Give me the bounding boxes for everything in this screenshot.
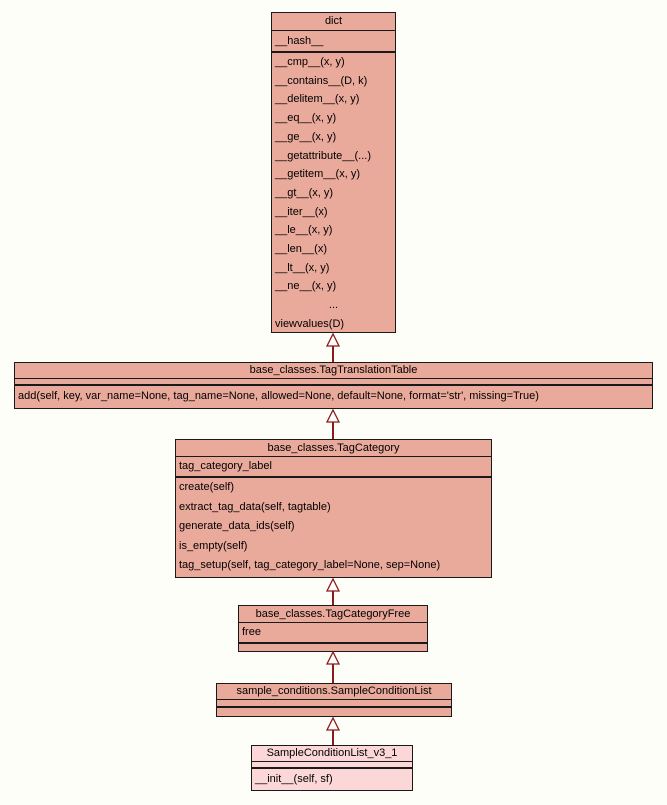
method: __cmp__(x, y) bbox=[275, 56, 345, 68]
method: __getattribute__(...) bbox=[275, 149, 372, 162]
method: __init__(self, sf) bbox=[255, 773, 333, 785]
class-box-dict: dict __hash__ __cmp__(x, y) __contains__… bbox=[271, 12, 396, 333]
method: __gt__(x, y) bbox=[275, 186, 334, 199]
method: viewvalues(D) bbox=[275, 317, 345, 330]
class-methods bbox=[217, 708, 451, 716]
inheritance-arrow-tagcategoryfree-to-tagcategory bbox=[326, 578, 340, 605]
method: __contains__(D, k) bbox=[275, 74, 368, 87]
class-methods: __cmp__(x, y) __contains__(D, k) __delit… bbox=[272, 53, 395, 334]
method: __len__(x) bbox=[275, 243, 327, 256]
inheritance-arrow-tagcategory-to-tagtranslationtable bbox=[326, 409, 340, 439]
class-methods bbox=[239, 644, 427, 650]
class-attributes: tag_category_label bbox=[176, 457, 491, 478]
method: __lt__(x, y) bbox=[275, 261, 330, 274]
class-methods: __init__(self, sf) bbox=[252, 769, 412, 790]
method-ellipsis: ... bbox=[328, 299, 339, 312]
class-attributes bbox=[15, 379, 652, 386]
class-attributes bbox=[217, 700, 451, 708]
method: tag_setup(self, tag_category_label=None,… bbox=[179, 559, 441, 572]
inheritance-arrow-sampleconditionlist-v3-1-to-sampleconditionlist bbox=[326, 717, 340, 745]
class-box-sampleconditionlist: sample_conditions.SampleConditionList bbox=[216, 683, 452, 717]
class-attributes: free bbox=[239, 623, 427, 644]
class-methods: add(self, key, var_name=None, tag_name=N… bbox=[15, 386, 652, 407]
method: __iter__(x) bbox=[275, 205, 328, 218]
method: __eq__(x, y) bbox=[275, 112, 337, 125]
attribute: tag_category_label bbox=[179, 460, 272, 472]
method: __delitem__(x, y) bbox=[275, 93, 360, 106]
class-title: sample_conditions.SampleConditionList bbox=[217, 684, 451, 700]
attribute: free bbox=[242, 626, 261, 638]
attribute: __hash__ bbox=[275, 35, 324, 47]
method: __ne__(x, y) bbox=[275, 280, 337, 293]
class-title: base_classes.TagCategoryFree bbox=[239, 606, 427, 623]
method: __le__(x, y) bbox=[275, 224, 333, 237]
method: extract_tag_data(self, tagtable) bbox=[179, 500, 331, 513]
method: add(self, key, var_name=None, tag_name=N… bbox=[18, 390, 539, 402]
class-box-tagcategory: base_classes.TagCategory tag_category_la… bbox=[175, 439, 492, 578]
class-attributes bbox=[252, 762, 412, 769]
method: is_empty(self) bbox=[179, 539, 248, 552]
method: __getitem__(x, y) bbox=[275, 168, 360, 181]
class-box-tagtranslationtable: base_classes.TagTranslationTable add(sel… bbox=[14, 362, 653, 409]
class-attributes: __hash__ bbox=[272, 31, 395, 53]
class-title: SampleConditionList_v3_1 bbox=[252, 746, 412, 762]
method: create(self) bbox=[179, 481, 235, 493]
class-box-tagcategoryfree: base_classes.TagCategoryFree free bbox=[238, 605, 428, 652]
class-title: base_classes.TagCategory bbox=[176, 440, 491, 457]
method: generate_data_ids(self) bbox=[179, 520, 295, 533]
class-title: dict bbox=[272, 13, 395, 31]
method: __ge__(x, y) bbox=[275, 130, 337, 143]
class-box-sampleconditionlist-v3-1: SampleConditionList_v3_1 __init__(self, … bbox=[251, 745, 413, 791]
inheritance-arrow-tagtranslationtable-to-dict bbox=[326, 333, 340, 362]
class-methods: create(self) extract_tag_data(self, tagt… bbox=[176, 478, 491, 576]
class-title: base_classes.TagTranslationTable bbox=[15, 363, 652, 379]
inheritance-arrow-sampleconditionlist-to-tagcategoryfree bbox=[326, 651, 340, 683]
